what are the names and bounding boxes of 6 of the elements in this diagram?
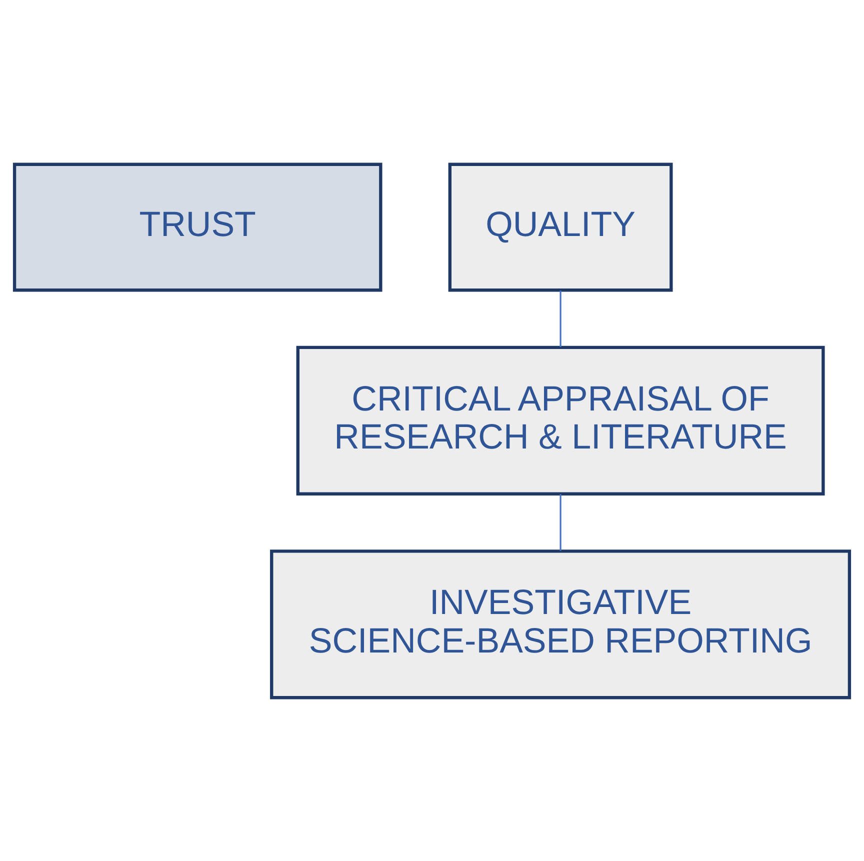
node-box: QUALITY (448, 162, 673, 292)
node-box: CRITICAL APPRAISAL OF RESEARCH & LITERATURE (296, 345, 825, 495)
node-box: INVESTIGATIVE SCIENCE-BASED REPORTING (270, 549, 852, 699)
node-box: TRUST (12, 162, 382, 292)
connector (560, 494, 562, 550)
connector (560, 290, 562, 347)
